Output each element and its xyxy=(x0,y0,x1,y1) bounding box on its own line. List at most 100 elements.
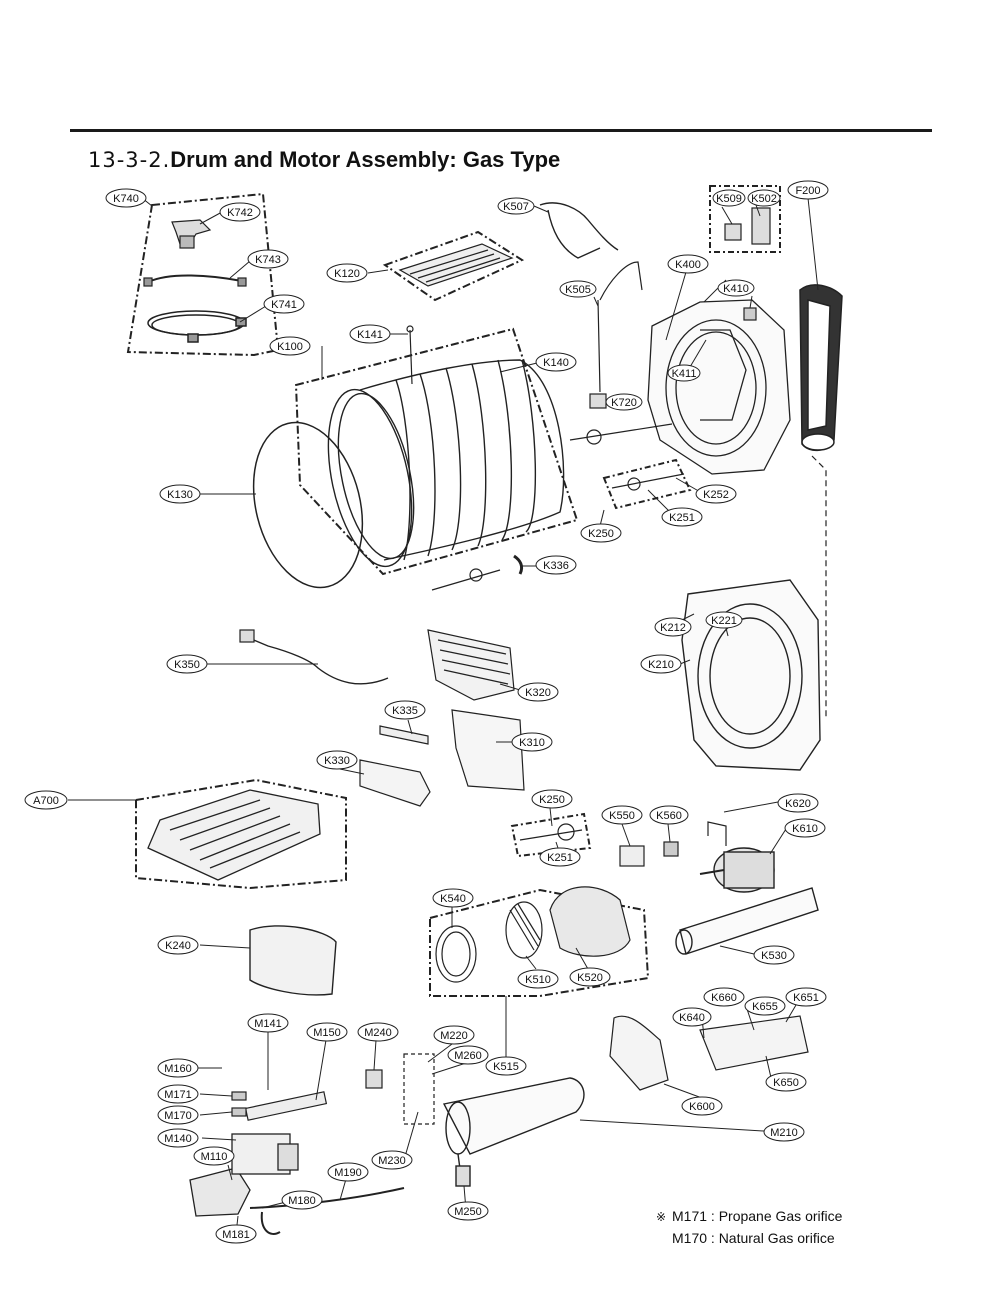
part-label: K410 xyxy=(717,279,755,297)
part-label: K502 xyxy=(747,189,781,207)
svg-text:K120: K120 xyxy=(334,268,360,280)
baffle-boundary xyxy=(382,230,525,302)
part-label: M190 xyxy=(327,1162,369,1182)
part-label: K141 xyxy=(349,324,391,344)
blower-housing-part xyxy=(549,886,631,957)
part-label: K540 xyxy=(432,888,474,908)
svg-text:K507: K507 xyxy=(503,201,529,213)
part-label: A700 xyxy=(24,790,68,810)
sensor-box xyxy=(709,185,781,253)
part-label: K507 xyxy=(497,197,535,215)
part-label: K505 xyxy=(559,280,597,298)
svg-text:K640: K640 xyxy=(679,1012,705,1024)
part-label: M110 xyxy=(193,1146,235,1166)
svg-text:K502: K502 xyxy=(751,193,777,205)
svg-text:M240: M240 xyxy=(364,1027,392,1039)
svg-text:K520: K520 xyxy=(577,972,603,984)
svg-text:K515: K515 xyxy=(493,1061,519,1073)
svg-text:M170: M170 xyxy=(164,1110,192,1122)
part-label: K411 xyxy=(667,364,701,382)
svg-text:K310: K310 xyxy=(519,737,545,749)
part-label: M220 xyxy=(433,1025,475,1045)
svg-text:K250: K250 xyxy=(539,794,565,806)
part-label: K140 xyxy=(535,352,577,372)
rear-bearing-boundary xyxy=(602,458,692,510)
part-label: K251 xyxy=(661,507,703,527)
svg-text:K320: K320 xyxy=(525,687,551,699)
part-label: K550 xyxy=(601,805,643,825)
heater-housing-part xyxy=(699,1015,809,1071)
part-label: M210 xyxy=(763,1122,805,1142)
svg-text:K400: K400 xyxy=(675,259,701,271)
svg-text:K100: K100 xyxy=(277,341,303,353)
part-label: K510 xyxy=(517,969,559,989)
section-number: 13-3-2. xyxy=(88,148,171,172)
svg-text:M160: M160 xyxy=(164,1063,192,1075)
svg-text:K252: K252 xyxy=(703,489,729,501)
part-label: K720 xyxy=(605,393,643,411)
part-label: K743 xyxy=(247,249,289,269)
svg-text:K141: K141 xyxy=(357,329,383,341)
blower-boundary xyxy=(429,888,650,997)
wire-harness-part xyxy=(539,202,619,259)
part-label: K120 xyxy=(326,263,368,283)
part-label: M160 xyxy=(157,1058,199,1078)
lead-wire-part xyxy=(597,261,643,393)
svg-text:K600: K600 xyxy=(689,1101,715,1113)
part-label: K330 xyxy=(316,750,358,770)
part-label: M181 xyxy=(215,1224,257,1244)
part-label: K640 xyxy=(672,1007,712,1027)
lint-filter-part xyxy=(799,284,843,452)
drum-shaft-part xyxy=(431,554,524,591)
part-label: K660 xyxy=(703,987,745,1007)
svg-text:K210: K210 xyxy=(648,659,674,671)
part-labels: K740 K742 K743 K741 K100 K141 K120 K140 … xyxy=(24,180,829,1244)
part-label: M170 xyxy=(157,1105,199,1125)
svg-text:K650: K650 xyxy=(773,1077,799,1089)
part-label: K620 xyxy=(777,793,819,813)
svg-text:K410: K410 xyxy=(723,283,749,295)
svg-text:K350: K350 xyxy=(174,659,200,671)
gas-valve-part xyxy=(189,1133,405,1235)
motor-part xyxy=(699,847,775,893)
part-label: M180 xyxy=(281,1190,323,1210)
part-label: K350 xyxy=(166,654,208,674)
rear-bulkhead-part xyxy=(647,299,791,475)
svg-text:M171: M171 xyxy=(164,1089,192,1101)
part-label: K742 xyxy=(219,202,261,222)
header-rule xyxy=(70,129,932,132)
part-label: K250 xyxy=(580,523,622,543)
part-label: M140 xyxy=(157,1128,199,1148)
part-label: K310 xyxy=(511,732,553,752)
part-label: K100 xyxy=(269,336,311,356)
part-label: M150 xyxy=(306,1022,348,1042)
svg-text:M150: M150 xyxy=(313,1027,341,1039)
coiled-hose-part xyxy=(147,310,247,343)
leader-lines xyxy=(68,197,819,1235)
svg-text:M140: M140 xyxy=(164,1133,192,1145)
drum-seal-part xyxy=(252,421,364,589)
part-label: K221 xyxy=(705,611,743,629)
part-label: K600 xyxy=(681,1096,723,1116)
svg-text:K651: K651 xyxy=(793,992,819,1004)
svg-text:K550: K550 xyxy=(609,810,635,822)
part-label: K655 xyxy=(744,996,786,1016)
svg-text:K743: K743 xyxy=(255,254,281,266)
lint-grille-part xyxy=(427,629,515,701)
part-label: K400 xyxy=(667,254,709,274)
part-label: K651 xyxy=(785,987,827,1007)
part-label: M171 xyxy=(157,1084,199,1104)
svg-text:K560: K560 xyxy=(656,810,682,822)
part-label: K251 xyxy=(539,847,581,867)
orifice-footnote: ※M171 : Propane Gas orifice M170 : Natur… xyxy=(656,1206,842,1249)
blower-wheel-part xyxy=(505,901,543,959)
svg-text:M250: M250 xyxy=(454,1206,482,1218)
hose-kit-boundary xyxy=(126,192,280,357)
svg-text:K212: K212 xyxy=(660,622,686,634)
part-label: K320 xyxy=(517,682,559,702)
part-label: M250 xyxy=(447,1201,489,1221)
part-label: K335 xyxy=(384,700,426,720)
part-label: K252 xyxy=(695,484,737,504)
svg-text:K505: K505 xyxy=(565,284,591,296)
